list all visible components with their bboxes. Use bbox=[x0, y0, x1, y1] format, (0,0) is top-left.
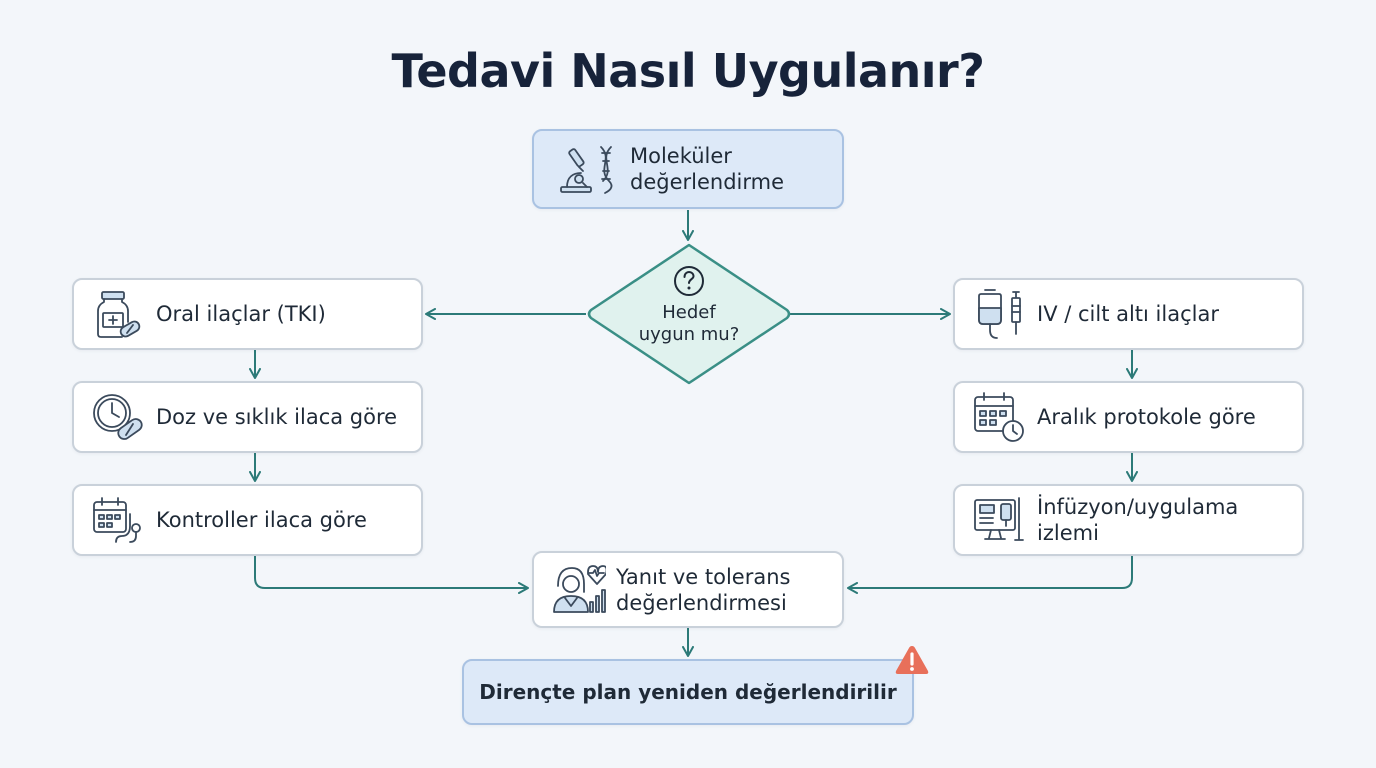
iv-bag-syringe-icon bbox=[978, 289, 1021, 339]
node-resistance-replan: Dirençte plan yeniden değerlendirilir bbox=[462, 659, 914, 725]
page-title: Tedavi Nasıl Uygulanır? bbox=[391, 44, 985, 98]
interval-label: Aralık protokole göre bbox=[1037, 405, 1256, 429]
oral-label: Oral ilaçlar (TKI) bbox=[156, 302, 326, 326]
dose-label: Doz ve sıklık ilaca göre bbox=[156, 405, 398, 429]
response-label: Yanıt ve tolerans değerlendirmesi bbox=[616, 564, 791, 615]
decision-diamond bbox=[587, 243, 791, 385]
node-controls: Kontroller ilaca göre bbox=[72, 484, 423, 556]
controls-label: Kontroller ilaca göre bbox=[156, 508, 367, 532]
arrow-controls-to-response bbox=[254, 556, 529, 594]
iv-label: IV / cilt altı ilaçlar bbox=[1037, 302, 1219, 326]
arrow-infusion-to-response bbox=[847, 556, 1133, 594]
node-infusion-monitoring: İnfüzyon/uygulama izlemi bbox=[953, 484, 1304, 556]
node-iv-subcutaneous: IV / cilt altı ilaçlar bbox=[953, 278, 1304, 350]
question-icon bbox=[674, 266, 704, 296]
monitor-iv-icon bbox=[974, 497, 1024, 541]
calendar-clock-icon bbox=[974, 392, 1024, 442]
node-dose-frequency: Doz ve sıklık ilaca göre bbox=[72, 381, 423, 453]
decision-label: Hedef uygun mu? bbox=[638, 302, 740, 345]
warning-icon bbox=[895, 646, 929, 674]
infusion-label: İnfüzyon/uygulama izlemi bbox=[1037, 495, 1239, 545]
node-interval-protocol: Aralık protokole göre bbox=[953, 381, 1304, 453]
node-oral-drugs: Oral ilaçlar (TKI) bbox=[72, 278, 423, 350]
node-decision: Hedef uygun mu? bbox=[586, 242, 792, 386]
resistance-label: Dirençte plan yeniden değerlendirilir bbox=[479, 680, 897, 704]
molecular-label: Moleküler değerlendirme bbox=[630, 144, 785, 194]
microscope-dna-icon bbox=[560, 146, 613, 194]
node-response-tolerance: Yanıt ve tolerans değerlendirmesi bbox=[532, 551, 844, 628]
pill-bottle-icon bbox=[97, 291, 141, 338]
calendar-stethoscope-icon bbox=[93, 497, 141, 543]
node-molecular-assessment: Moleküler değerlendirme bbox=[532, 129, 844, 209]
clock-pill-icon bbox=[93, 394, 143, 440]
patient-heart-chart-icon bbox=[553, 564, 606, 613]
